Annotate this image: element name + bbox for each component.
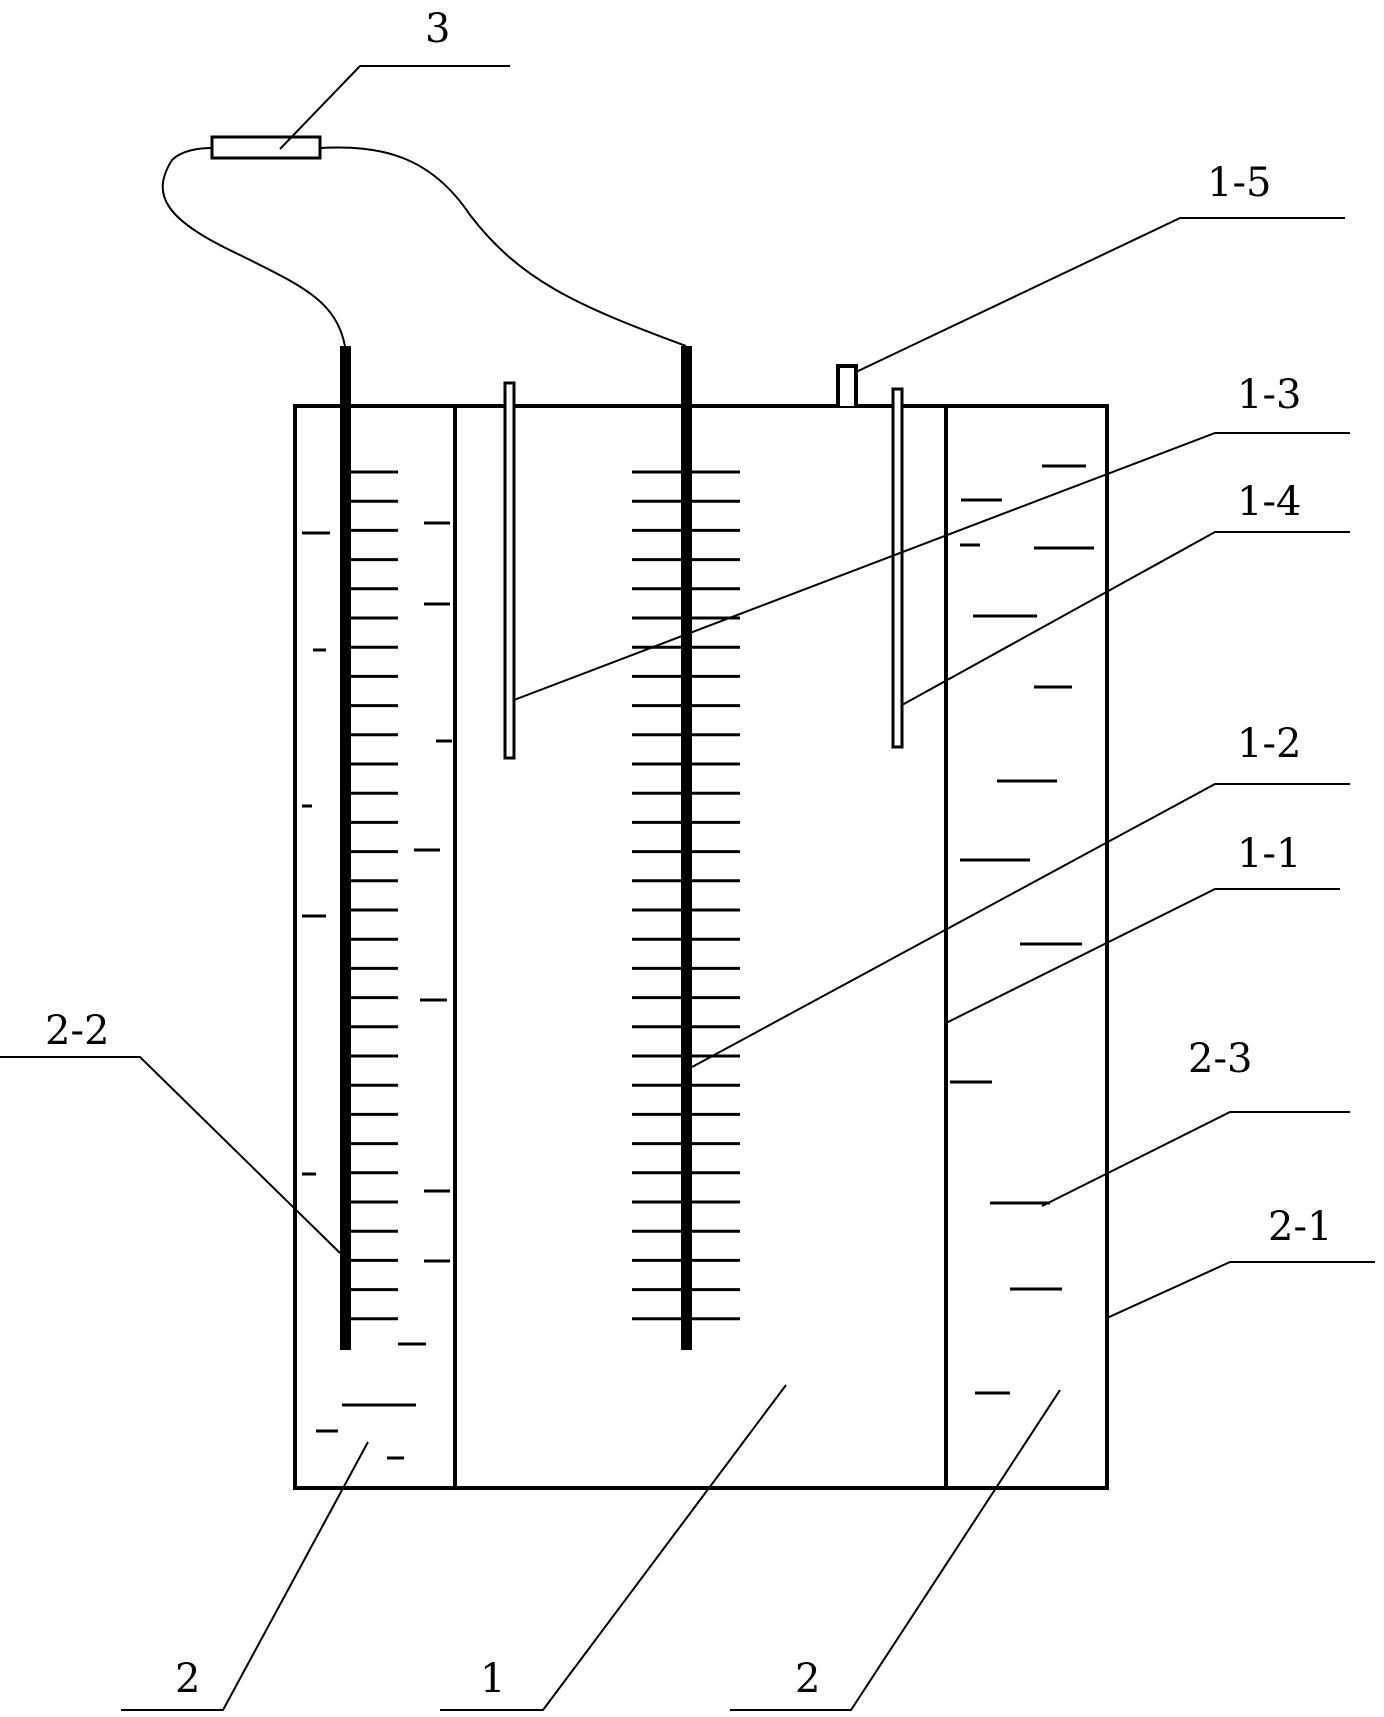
- label-1-2: 1-2: [1237, 721, 1301, 767]
- leader-1-4: [901, 531, 1350, 706]
- label-1-1: 1-1: [1237, 831, 1301, 877]
- leader-2-right: [730, 1389, 1061, 1711]
- label-2-3: 2-3: [1188, 1036, 1252, 1082]
- label-1-3: 1-3: [1237, 372, 1301, 418]
- leader-1-bottom: [440, 1384, 787, 1711]
- leader-2-3: [1041, 1111, 1350, 1207]
- electrode-left-fins: [351, 470, 398, 1321]
- outer-tank: [293, 404, 1109, 1490]
- leader-1-5: [855, 217, 1345, 373]
- label-2-right: 2: [795, 1656, 820, 1702]
- leader-2-2: [0, 1056, 341, 1254]
- label-1-4: 1-4: [1237, 479, 1301, 525]
- component-3-resistor: [210, 135, 322, 160]
- label-2-2: 2-2: [45, 1008, 109, 1054]
- vent-outlet: [826, 364, 866, 408]
- leader-2-left: [121, 1441, 369, 1711]
- label-2-1: 2-1: [1268, 1204, 1332, 1250]
- leader-lines: [0, 65, 1375, 1711]
- label-3: 3: [425, 6, 450, 52]
- tube-1-4: [891, 387, 904, 749]
- wire-right: [319, 146, 687, 347]
- leader-2-1: [1106, 1261, 1375, 1319]
- electrode-center-fins: [632, 470, 740, 1321]
- leader-1-2: [691, 783, 1350, 1068]
- wire: [161, 147, 346, 347]
- leader-3: [279, 65, 510, 150]
- leader-1-1: [945, 888, 1340, 1024]
- tube-1-3: [503, 381, 516, 760]
- electrode-left: [340, 346, 351, 1350]
- electrode-center: [681, 346, 692, 1350]
- liquid-dashes: [302, 464, 1094, 1460]
- label-2-left: 2: [175, 1656, 200, 1702]
- label-1-5: 1-5: [1207, 160, 1271, 206]
- label-1-bottom: 1: [480, 1656, 505, 1702]
- leader-1-3: [513, 432, 1350, 701]
